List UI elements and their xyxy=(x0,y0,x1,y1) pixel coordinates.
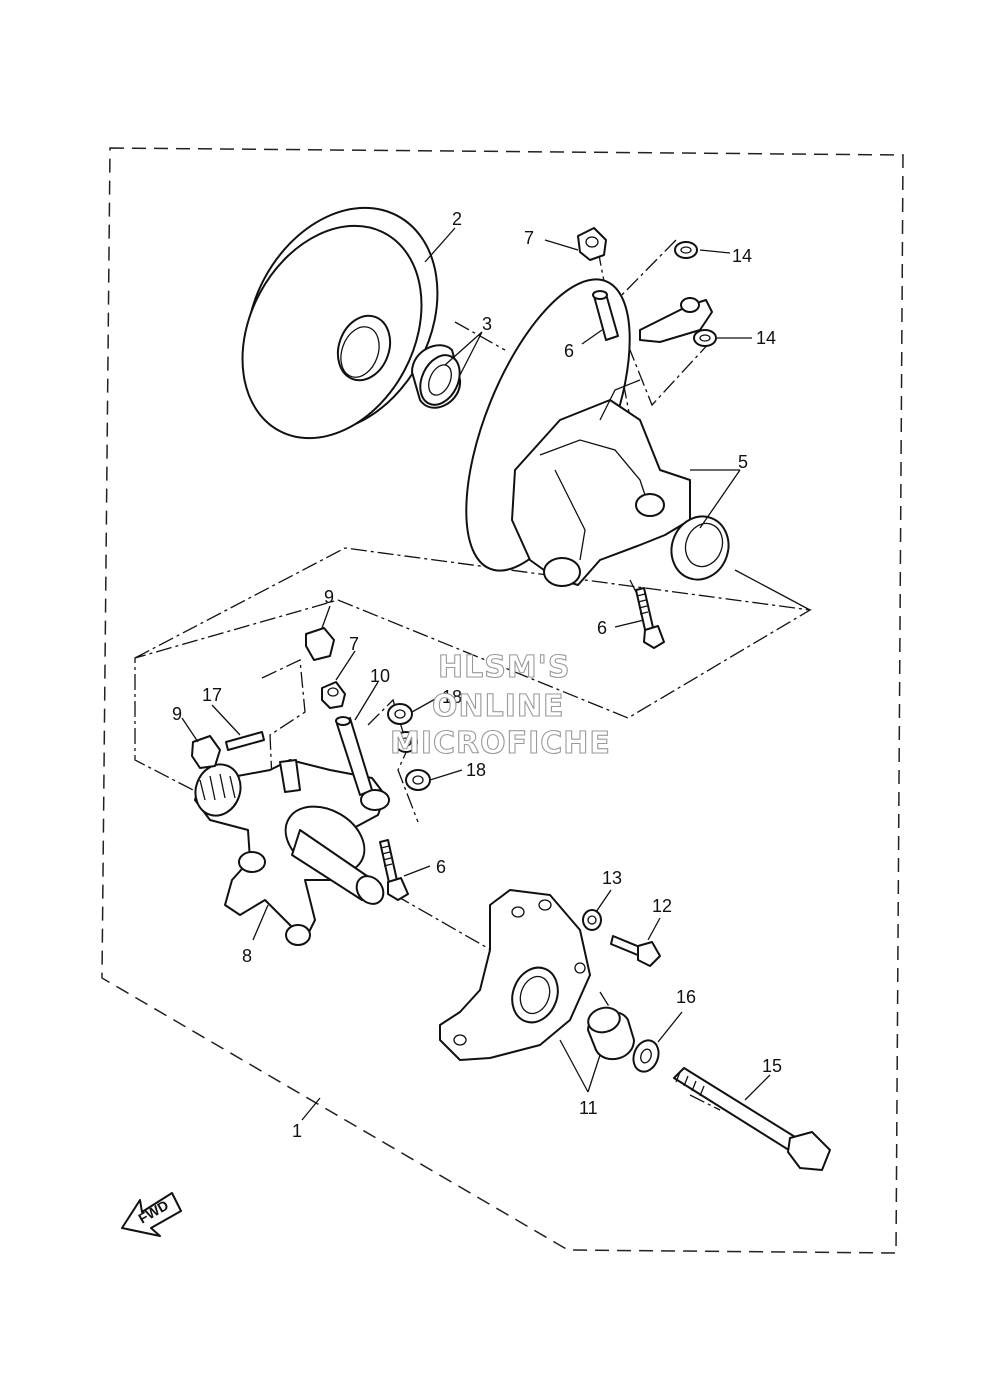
watermark-line-3: MICROFICHE xyxy=(390,726,611,761)
callout-labels: 2 3 7 14 6 14 5 6 9 7 10 17 9 18 18 6 8 … xyxy=(172,209,782,1141)
callout-18-upper: 18 xyxy=(442,687,462,707)
fwd-arrow-icon: FWD xyxy=(121,1192,182,1237)
part-7-cap-top xyxy=(577,227,607,261)
callout-6-lower: 6 xyxy=(436,857,446,877)
part-9-block-left xyxy=(191,735,221,769)
watermark-line-2: ONLINE xyxy=(432,689,565,724)
callout-18-lower: 18 xyxy=(466,760,486,780)
part-12-bolt xyxy=(610,935,661,967)
watermark-line-1: HLSM'S xyxy=(438,650,570,685)
part-7-cap-lower xyxy=(321,681,346,709)
part-13-washer xyxy=(582,909,602,931)
callout-7-upper: 7 xyxy=(524,228,534,248)
callout-14-upper: 14 xyxy=(732,246,752,266)
callout-6-upper: 6 xyxy=(597,618,607,638)
part-8-spider xyxy=(194,759,390,946)
leader-lines xyxy=(181,227,771,1121)
callout-13: 13 xyxy=(602,868,622,888)
callout-7-lower: 7 xyxy=(349,634,359,654)
callout-14-lower: 14 xyxy=(756,328,776,348)
part-18-washer-b xyxy=(394,731,418,753)
callout-2: 2 xyxy=(452,209,462,229)
callout-17: 17 xyxy=(202,685,222,705)
callout-11: 11 xyxy=(579,1098,598,1118)
part-6-bolt-lower xyxy=(379,839,409,901)
part-3-collar xyxy=(411,344,462,409)
callout-8: 8 xyxy=(242,946,252,966)
callout-9-upper: 9 xyxy=(324,587,334,607)
roller-arm-part xyxy=(639,297,713,343)
part-16-washer xyxy=(632,1039,660,1073)
part-5-pin xyxy=(592,290,619,341)
callout-10: 10 xyxy=(370,666,390,686)
callout-5: 6 xyxy=(564,341,574,361)
part-2-fixed-sheave xyxy=(241,206,439,440)
callout-15: 15 xyxy=(762,1056,782,1076)
part-11-cover xyxy=(439,889,591,1061)
callout-12: 12 xyxy=(652,896,672,916)
watermark: HLSM'S ONLINE MICROFICHE xyxy=(389,649,611,761)
part-11-bushing xyxy=(587,1006,635,1060)
callout-4: 5 xyxy=(738,452,748,472)
part-9-block-upper xyxy=(305,627,335,661)
part-17-pin xyxy=(225,731,265,751)
part-4-movable-sheave xyxy=(465,278,730,587)
callout-16: 16 xyxy=(676,987,696,1007)
part-14-washer-lower xyxy=(693,329,717,347)
assembly-boundary xyxy=(101,147,904,1254)
part-6-bolt-upper xyxy=(635,587,665,649)
callout-9-left: 9 xyxy=(172,704,182,724)
part-10-pin xyxy=(335,716,373,796)
callout-3: 3 xyxy=(482,314,492,334)
part-14-washer-upper xyxy=(674,241,698,259)
part-18-washer-a xyxy=(387,703,413,725)
part-15-long-bolt xyxy=(673,1067,831,1171)
part-18-washer-c xyxy=(405,769,431,791)
callout-1: 1 xyxy=(292,1121,302,1141)
